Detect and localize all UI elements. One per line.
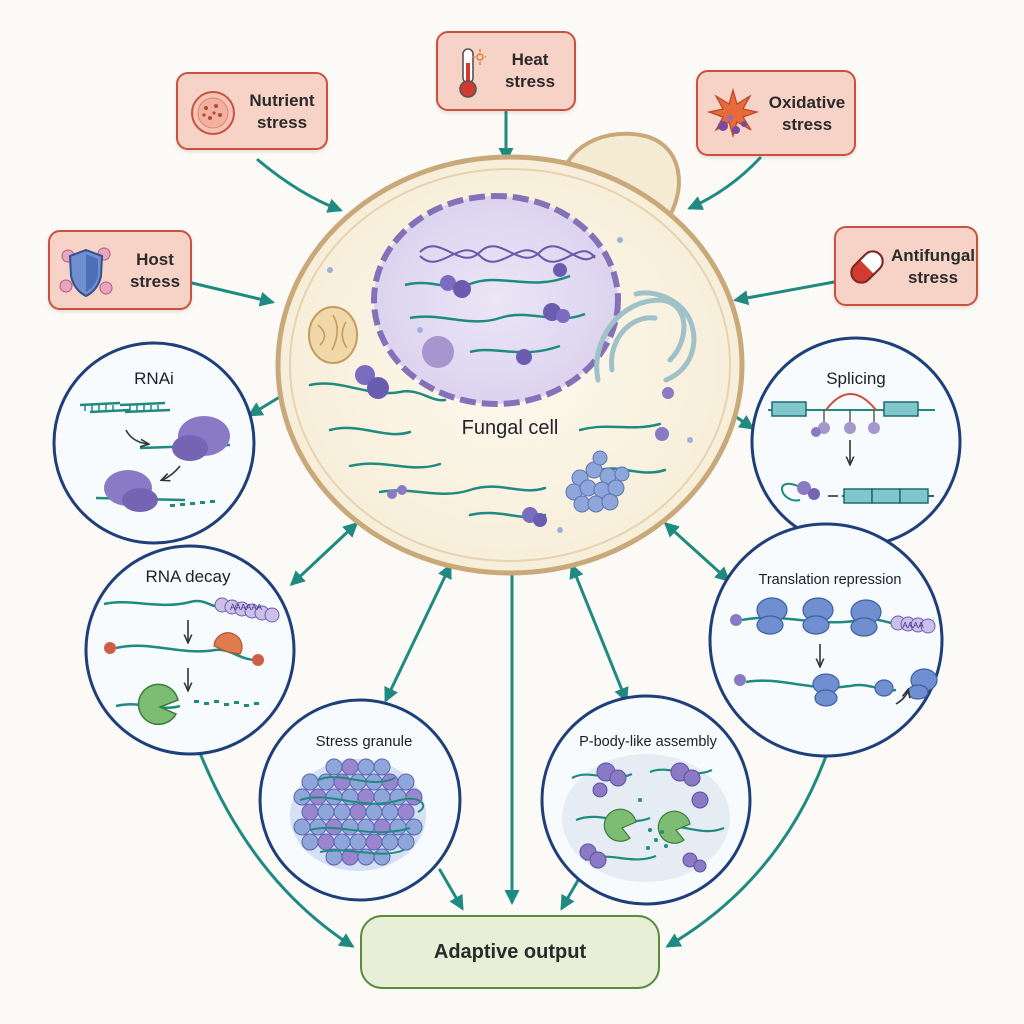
granule-protein — [373, 758, 391, 776]
granule-protein — [373, 848, 391, 866]
granule-protein — [397, 833, 415, 851]
granule-protein — [389, 818, 407, 836]
translation-repression-title: Translation repression — [759, 572, 902, 588]
granule-rna — [299, 796, 425, 813]
splicing-title: Splicing — [826, 369, 886, 388]
oxidative-stress-label: Oxidative stress — [768, 93, 846, 134]
granule-protein — [301, 833, 319, 851]
host-stress-box: Host stress — [48, 230, 192, 310]
capsule-icon — [842, 240, 892, 299]
granule-protein — [365, 833, 383, 851]
antifungal-stress-box: Antifungal stress — [834, 226, 978, 306]
rnai-panel — [52, 341, 256, 545]
arrow-rna-decay-to-output — [196, 746, 355, 948]
output-arrows — [196, 573, 828, 948]
arrow-nutrient-to-cell — [256, 158, 343, 213]
granule-protein — [397, 773, 415, 791]
fungal-cell — [275, 131, 745, 576]
host-stress-label: Host stress — [129, 250, 181, 291]
granule-protein — [357, 758, 375, 776]
granule-protein — [341, 818, 359, 836]
stress-arrows — [190, 110, 836, 307]
adaptive-output-label: Adaptive output — [433, 940, 587, 963]
granule-protein — [349, 803, 367, 821]
arrow-stress-granule-to-output — [438, 868, 464, 911]
arrow-oxidative-to-cell — [687, 156, 762, 210]
granule-protein — [381, 833, 399, 851]
p-body-panel — [540, 694, 752, 906]
poly-a-tail-label: AAAAAA — [230, 603, 263, 612]
arrow-cell-rna-decay — [289, 521, 359, 587]
nucleus — [371, 193, 621, 407]
granule-protein — [405, 818, 423, 836]
stress-granule-title: Stress granule — [316, 733, 413, 750]
nutrient-stress-box: Nutrient stress — [176, 72, 328, 150]
arrow-cell-p-body — [569, 563, 629, 703]
granule-protein — [333, 803, 351, 821]
granule-protein — [301, 803, 319, 821]
arrow-cell-translation — [663, 521, 731, 583]
arrow-host-to-cell — [190, 281, 275, 307]
nutrient-stress-label: Nutrient stress — [249, 91, 315, 132]
granule-protein — [365, 803, 383, 821]
heat-stress-box: Heat stress — [436, 31, 576, 111]
endoplasmic-reticulum — [594, 290, 697, 383]
translation-repression-panel — [708, 522, 944, 758]
oxidative-stress-box: Oxidative stress — [696, 70, 856, 156]
granule-protein — [325, 788, 343, 806]
granule-protein — [293, 788, 311, 806]
splicing-panel — [750, 336, 962, 548]
mitochondrion — [308, 306, 358, 364]
granule-protein — [317, 803, 335, 821]
rnai-title: RNAi — [134, 369, 174, 388]
granule-protein — [341, 758, 359, 776]
granule-protein — [293, 818, 311, 836]
rna-decay-title: RNA decay — [145, 567, 231, 586]
rna-decay-panel — [84, 544, 296, 756]
burst-icon — [706, 86, 760, 147]
petri-dish-icon — [188, 88, 238, 143]
shield-icon — [56, 242, 116, 307]
arrow-cell-stress-granule — [384, 563, 452, 703]
granule-rna — [317, 776, 396, 783]
granule-protein — [397, 803, 415, 821]
granule-protein — [325, 758, 343, 776]
granule-protein — [349, 833, 367, 851]
adaptive-output-box: Adaptive output — [360, 915, 660, 989]
granule-protein — [317, 833, 335, 851]
mechanism-arrows — [247, 396, 755, 703]
granule-protein — [301, 773, 319, 791]
cell-label: Fungal cell — [462, 417, 559, 439]
poly-a-short-label: AAAA — [902, 621, 924, 630]
antifungal-stress-label: Antifungal stress — [890, 246, 976, 287]
granule-protein — [405, 788, 423, 806]
arrow-cell-to-rnai — [247, 396, 280, 417]
granule-protein — [381, 803, 399, 821]
arrow-antifungal-to-cell — [733, 280, 836, 306]
granule-rna — [319, 849, 405, 855]
arrow-translation-to-output — [665, 754, 828, 948]
p-body-title: P-body-like assembly — [579, 734, 718, 750]
granule-protein — [349, 773, 367, 791]
granule-rna — [309, 826, 411, 834]
stress-granule-cluster — [293, 758, 425, 866]
cell-granule — [565, 450, 630, 513]
heat-stress-label: Heat stress — [504, 50, 556, 91]
thermometer-icon — [452, 45, 486, 106]
cytoplasm-rnas — [308, 382, 667, 519]
cytoplasm-proteins — [327, 237, 693, 533]
granule-protein — [333, 833, 351, 851]
